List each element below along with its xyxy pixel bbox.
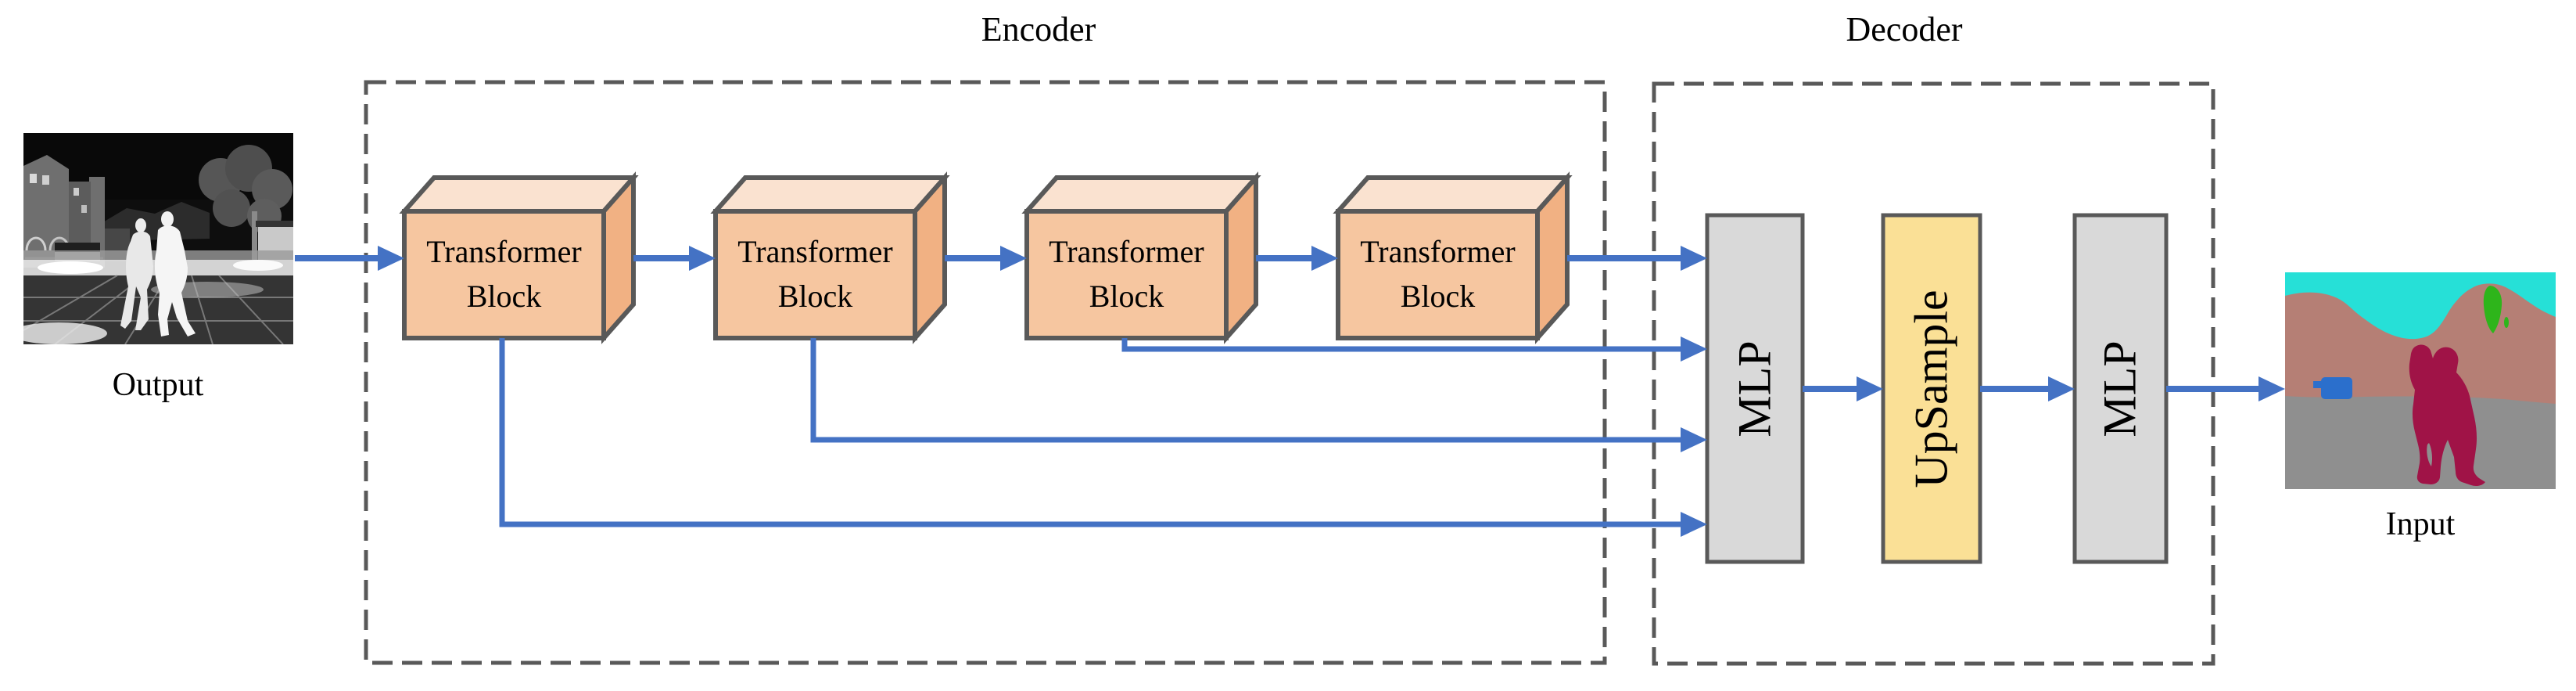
arrow-block3-to-block4: [1256, 246, 1338, 271]
thermal-pedestrians: [120, 211, 196, 337]
encoder-dashed-box: [364, 80, 1607, 665]
transformer-block-3-label: Transformer Block: [1049, 234, 1204, 314]
segment-object: [2313, 377, 2352, 399]
block-top-face: [1021, 175, 1261, 214]
segmentation-map-image: [2285, 272, 2556, 489]
skip-connection-block1: [499, 338, 1707, 537]
mlp-bar-1-label: MLP: [1728, 340, 1781, 437]
transformer-block-1-label: Transformer Block: [426, 234, 582, 314]
transformer-block-2-label: Transformer Block: [737, 234, 893, 314]
transformer-block-2: [710, 171, 950, 344]
block-top-face: [1333, 175, 1573, 214]
output-caption: Output: [112, 367, 204, 403]
arrow-mlp1-to-upsample: [1803, 376, 1883, 401]
block-front-face: [1336, 209, 1540, 340]
transformer-block-4-label: Transformer Block: [1360, 234, 1516, 314]
mlp-bar-2-label: MLP: [2093, 340, 2146, 437]
decoder-title: Decoder: [1846, 10, 1963, 49]
mlp-bar-2: [2072, 213, 2169, 564]
segment-pedestrians: [2409, 344, 2485, 486]
arrow-block2-to-block3: [945, 246, 1027, 271]
arrow-image-to-block1: [295, 246, 404, 271]
arrow-mlp2-to-image: [2166, 376, 2285, 401]
thermal-street-image: [23, 133, 293, 344]
skip-connection-block2: [810, 338, 1707, 452]
decoder-dashed-box: [1652, 81, 2215, 666]
encoder-title: Encoder: [981, 10, 1096, 49]
segment-tree: [2483, 286, 2502, 333]
upsample-bar: [1881, 213, 1982, 564]
block-top-face: [710, 175, 950, 214]
upsample-bar-label: UpSample: [1905, 290, 1957, 488]
mlp-bar-1: [1705, 213, 1805, 564]
arrow-block4-to-mlp: [1567, 246, 1707, 271]
skip-connection-block3: [1121, 337, 1707, 362]
arrow-block1-to-block2: [633, 246, 716, 271]
arrow-upsample-to-mlp2: [1980, 376, 2075, 401]
block-front-face: [713, 209, 917, 340]
transformer-block-4: [1333, 171, 1573, 344]
input-caption: Input: [2385, 506, 2456, 542]
transformer-block-3: [1021, 171, 1261, 344]
block-top-face: [399, 175, 639, 214]
